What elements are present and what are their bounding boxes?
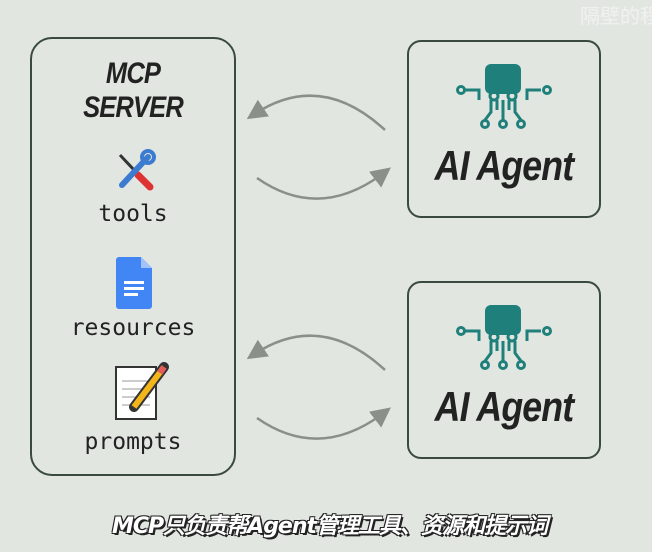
octopus-robot-icon bbox=[456, 305, 552, 370]
watermark: 隔壁的程 bbox=[580, 4, 652, 28]
notepad-pencil-icon bbox=[115, 362, 169, 420]
ai-agent-box-1: AI Agent bbox=[407, 40, 601, 218]
resources-label: resources bbox=[70, 315, 196, 341]
server-title-line2: SERVER bbox=[83, 91, 184, 124]
tools-label: tools bbox=[98, 201, 168, 227]
arrow-to-agent-2 bbox=[256, 407, 391, 440]
tools-icon bbox=[118, 149, 156, 191]
arrow-to-server-2 bbox=[246, 334, 386, 371]
octopus-robot-icon bbox=[456, 64, 552, 129]
ai-agent-label: AI Agent bbox=[434, 142, 574, 189]
arrow-to-agent-1 bbox=[256, 167, 391, 200]
subtitle-caption: MCP只负责帮Agent管理工具、资源和提示词 bbox=[112, 514, 548, 539]
ai-agent-box-2: AI Agent bbox=[407, 281, 601, 459]
ai-agent-label: AI Agent bbox=[434, 383, 574, 430]
arrow-to-server-1 bbox=[246, 94, 386, 131]
document-icon bbox=[116, 257, 152, 309]
mcp-server-box: MCP SERVER tools resources prompts bbox=[30, 37, 236, 476]
server-title-line1: MCP bbox=[105, 57, 161, 90]
prompts-label: prompts bbox=[84, 429, 182, 455]
